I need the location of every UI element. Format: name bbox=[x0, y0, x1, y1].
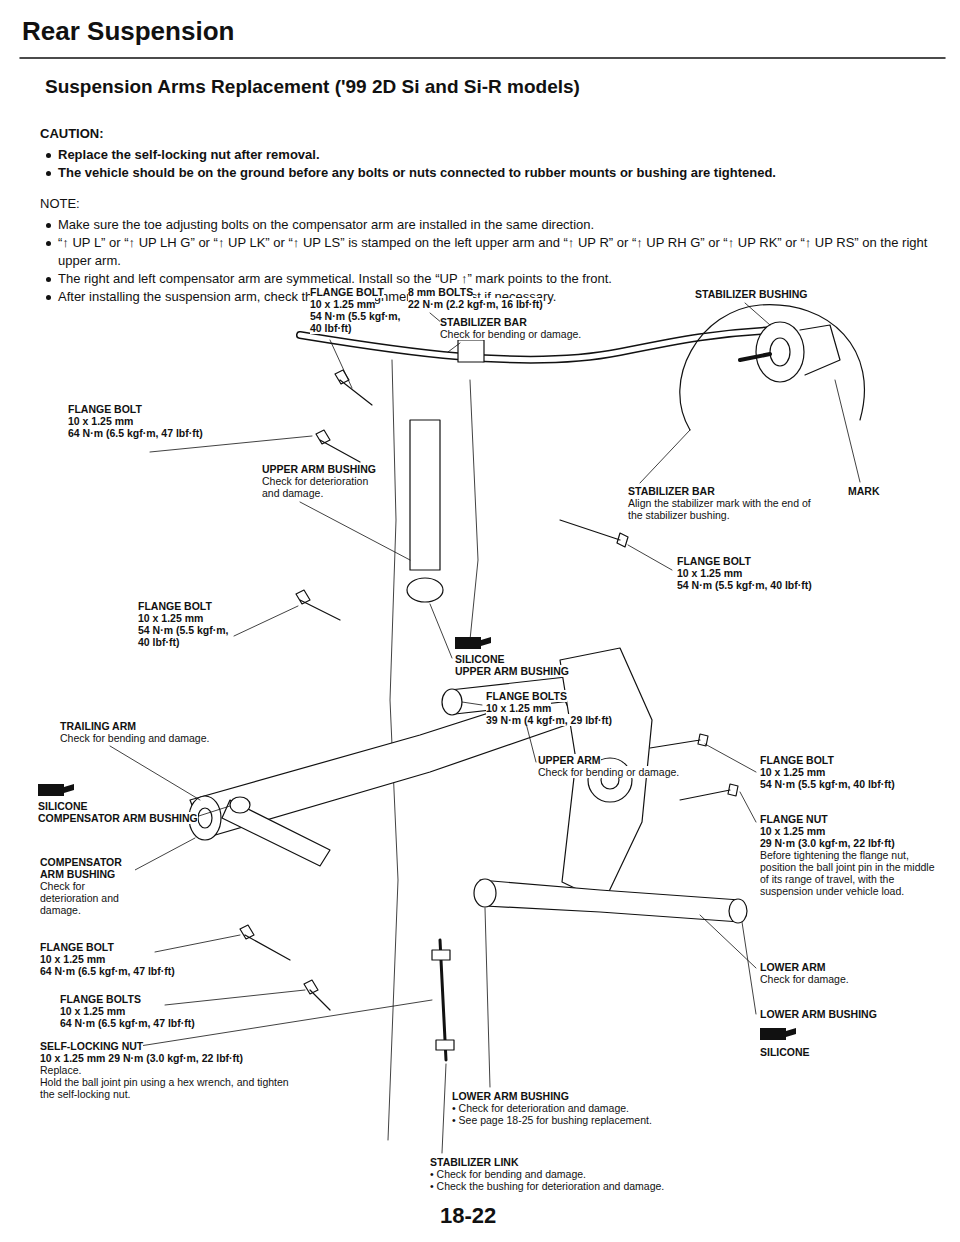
torque-spec: 64 N·m (6.5 kgf·m, 47 lbf·ft) bbox=[68, 427, 203, 439]
torque-spec: 39 N·m (4 kgf·m, 29 lbf·ft) bbox=[486, 714, 612, 726]
part-name: COMPENSATOR ARM BUSHING bbox=[40, 856, 135, 880]
torque-spec: 54 N·m (5.5 kgf·m, 40 lbf·ft) bbox=[310, 310, 406, 334]
inspection-note: Check for bending or damage. bbox=[538, 766, 679, 778]
size-spec: 10 x 1.25 mm bbox=[486, 702, 551, 714]
part-name: UPPER ARM BUSHING bbox=[262, 463, 376, 475]
part-name: FLANGE BOLT bbox=[760, 754, 834, 766]
bullet-dot bbox=[46, 295, 51, 300]
torque-spec: 29 N·m (3.0 kgf·m, 22 lbf·ft) bbox=[760, 837, 895, 849]
grease-label: SILICONE bbox=[38, 800, 88, 812]
caution-item: The vehicle should be on the ground befo… bbox=[58, 164, 776, 182]
size-spec: 10 x 1.25 mm bbox=[60, 1005, 125, 1017]
note-item: “↑ UP L” or “↑ UP LH G” or “↑ UP LK” or … bbox=[58, 234, 938, 270]
part-name: STABILIZER LINK bbox=[430, 1156, 518, 1168]
size-spec: 10 x 1.25 mm bbox=[40, 953, 105, 965]
part-name: FLANGE BOLT bbox=[40, 941, 114, 953]
part-name: LOWER ARM BUSHING bbox=[760, 1008, 877, 1020]
part-name: STABILIZER BAR bbox=[440, 316, 527, 328]
part-name: FLANGE BOLT bbox=[138, 600, 212, 612]
bullet-dot bbox=[46, 153, 51, 158]
grease-label: SILICONE bbox=[455, 653, 505, 665]
inspection-note: • Check for bending and damage. bbox=[430, 1168, 586, 1180]
grease-label: SILICONE bbox=[760, 1046, 810, 1058]
procedure-note: Before tightening the flange nut, positi… bbox=[760, 849, 940, 897]
bullet-dot bbox=[46, 223, 51, 228]
inspection-note: Check for deterioration and damage. bbox=[40, 880, 140, 916]
torque-spec: 10 x 1.25 mm 29 N·m (3.0 kgf·m, 22 lbf·f… bbox=[40, 1052, 243, 1064]
note-item: Make sure the toe adjusting bolts on the… bbox=[58, 216, 594, 234]
torque-spec: 54 N·m (5.5 kgf·m, 40 lbf·ft) bbox=[138, 624, 233, 648]
procedure-note: Replace. bbox=[40, 1064, 81, 1076]
page-number: 18-22 bbox=[440, 1203, 496, 1229]
torque-spec: 22 N·m (2.2 kgf·m, 16 lbf·ft) bbox=[408, 298, 543, 310]
inspection-note: Align the stabilizer mark with the end o… bbox=[628, 497, 828, 521]
part-name: FLANGE BOLTS bbox=[60, 993, 141, 1005]
torque-spec: 54 N·m (5.5 kgf·m, 40 lbf·ft) bbox=[760, 778, 895, 790]
torque-spec: 64 N·m (6.5 kgf·m, 47 lbf·ft) bbox=[60, 1017, 195, 1029]
part-name: MARK bbox=[848, 485, 880, 497]
inspection-note: • Check for deterioration and damage. bbox=[452, 1102, 629, 1114]
torque-spec: 54 N·m (5.5 kgf·m, 40 lbf·ft) bbox=[677, 579, 812, 591]
size-spec: 10 x 1.25 mm bbox=[677, 567, 742, 579]
size-spec: 10 x 1.25 mm bbox=[68, 415, 133, 427]
part-name: UPPER ARM bbox=[538, 754, 601, 766]
inspection-note: Check for damage. bbox=[760, 973, 849, 985]
torque-spec: 64 N·m (6.5 kgf·m, 47 lbf·ft) bbox=[40, 965, 175, 977]
bullet-dot bbox=[46, 241, 51, 246]
inspection-note: Check for bending or damage. bbox=[440, 328, 581, 340]
page-title: Rear Suspension bbox=[22, 16, 234, 46]
inspection-note: • Check the bushing for deterioration an… bbox=[430, 1180, 664, 1192]
part-name: LOWER ARM bbox=[760, 961, 826, 973]
procedure-note: Hold the ball joint pin using a hex wren… bbox=[40, 1076, 302, 1100]
part-name: FLANGE BOLT bbox=[310, 286, 384, 298]
size-spec: 10 x 1.25 mm bbox=[760, 825, 825, 837]
caution-item: Replace the self-locking nut after remov… bbox=[58, 146, 320, 164]
caution-heading: CAUTION: bbox=[40, 126, 104, 142]
bullet-dot bbox=[46, 277, 51, 282]
section-heading: Suspension Arms Replacement ('99 2D Si a… bbox=[45, 76, 580, 98]
note-heading: NOTE: bbox=[40, 196, 80, 212]
inspection-note: • See page 18-25 for bushing replacement… bbox=[452, 1114, 652, 1126]
part-name: UPPER ARM BUSHING bbox=[455, 665, 569, 677]
inspection-note: Check for bending and damage. bbox=[60, 732, 209, 744]
part-name: 8 mm BOLTS bbox=[408, 286, 473, 298]
part-name: SELF-LOCKING NUT bbox=[40, 1040, 143, 1052]
part-name: FLANGE BOLTS bbox=[486, 690, 567, 702]
size-spec: 10 x 1.25 mm bbox=[138, 612, 203, 624]
part-name: STABILIZER BAR bbox=[628, 485, 715, 497]
part-name: FLANGE NUT bbox=[760, 813, 828, 825]
inspection-note: Check for deterioration and damage. bbox=[262, 475, 374, 499]
part-name: LOWER ARM BUSHING bbox=[452, 1090, 569, 1102]
part-name: STABILIZER BUSHING bbox=[695, 288, 807, 300]
part-name: COMPENSATOR ARM BUSHING bbox=[38, 812, 198, 824]
part-name: FLANGE BOLT bbox=[677, 555, 751, 567]
size-spec: 10 x 1.25 mm bbox=[760, 766, 825, 778]
size-spec: 10 x 1.25 mm bbox=[310, 298, 375, 310]
part-name: TRAILING ARM bbox=[60, 720, 136, 732]
part-name: FLANGE BOLT bbox=[68, 403, 142, 415]
bullet-dot bbox=[46, 171, 51, 176]
